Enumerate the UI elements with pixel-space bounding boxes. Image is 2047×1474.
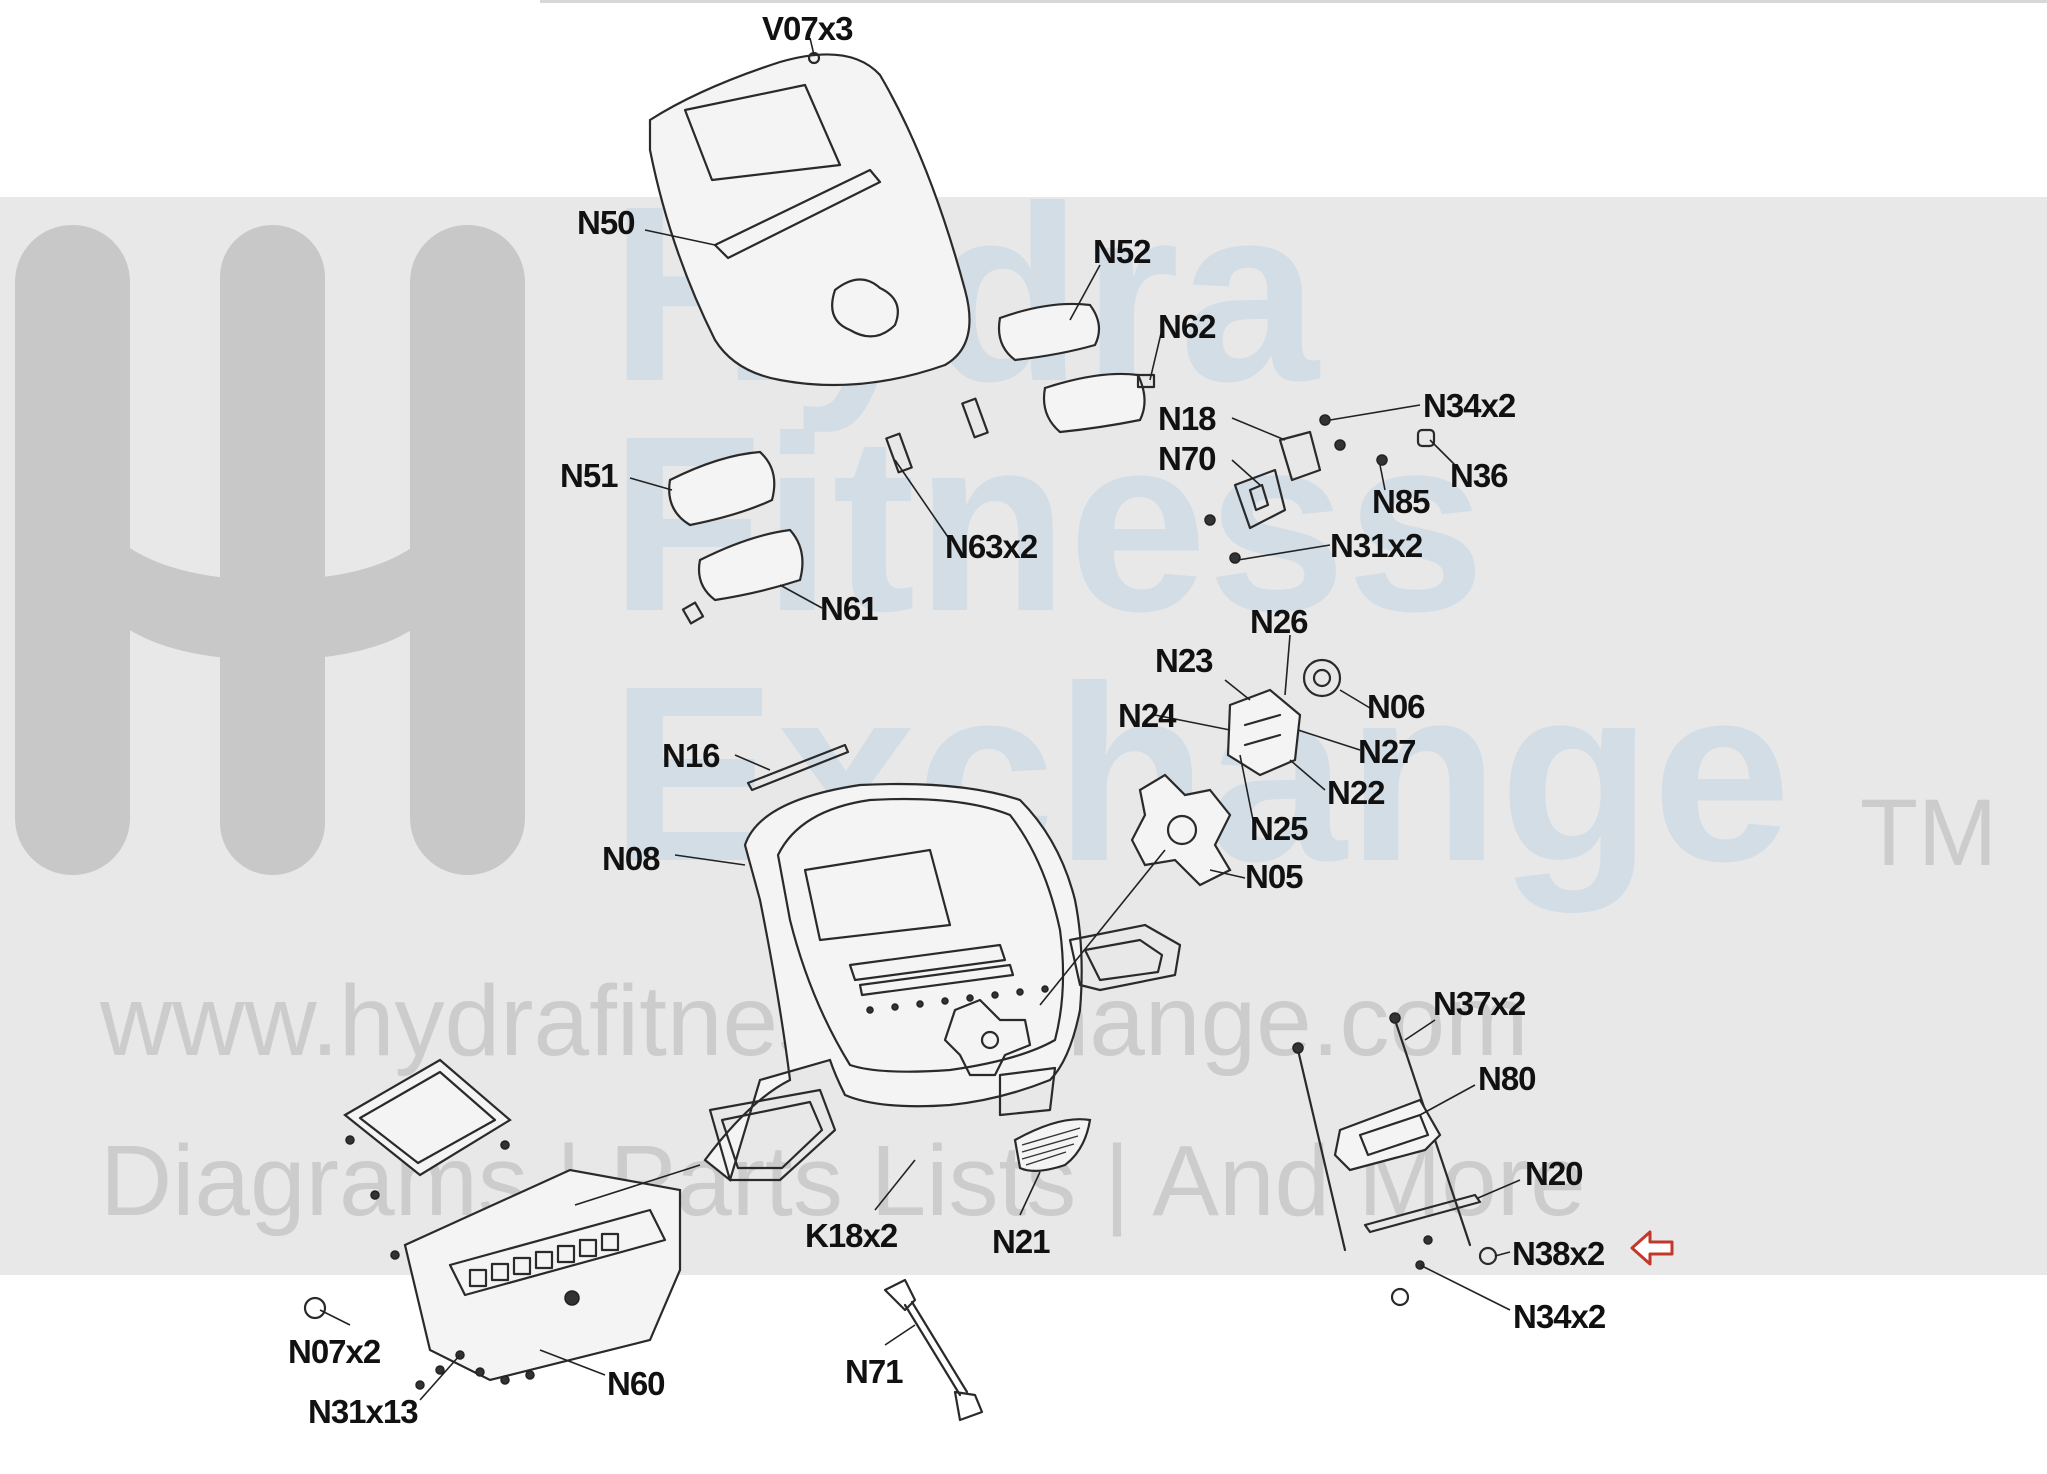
label-n31x13: N31x13 xyxy=(308,1393,418,1430)
label-n22: N22 xyxy=(1327,774,1385,811)
watermark-trademark: TM xyxy=(1860,780,1997,886)
label-n52: N52 xyxy=(1093,233,1151,270)
part-n23-n27-assembly xyxy=(1226,658,1342,777)
part-n50-console-cover xyxy=(648,51,971,387)
part-n63-connectors xyxy=(885,397,989,474)
label-n61: N61 xyxy=(820,590,878,627)
label-n80: N80 xyxy=(1478,1060,1536,1097)
part-n05-control-knob xyxy=(1130,773,1232,887)
label-n36: N36 xyxy=(1450,457,1508,494)
label-n37x2: N37x2 xyxy=(1433,985,1526,1022)
label-n62: N62 xyxy=(1158,308,1216,345)
label-n06: N06 xyxy=(1367,688,1425,725)
label-n38x2: N38x2 xyxy=(1512,1235,1605,1272)
label-n51: N51 xyxy=(560,457,618,494)
label-n16: N16 xyxy=(662,737,720,774)
part-n61-pad xyxy=(681,528,804,625)
label-n34x2-bottom: N34x2 xyxy=(1513,1298,1606,1335)
part-n18-n70-bracket xyxy=(1204,414,1436,564)
label-n07x2: N07x2 xyxy=(288,1333,381,1370)
part-labels: V07x3 N50 N52 N62 N34x2 N18 N70 N36 N85 … xyxy=(288,10,1607,1430)
part-n62-pad xyxy=(1042,372,1156,434)
label-n85: N85 xyxy=(1372,483,1430,520)
label-n70: N70 xyxy=(1158,440,1216,477)
label-n26: N26 xyxy=(1250,603,1308,640)
label-n71: N71 xyxy=(845,1353,903,1390)
part-n51-pad xyxy=(668,450,776,527)
label-v07x3: V07x3 xyxy=(762,10,853,47)
part-n16-strip xyxy=(746,743,850,792)
label-n31x2: N31x2 xyxy=(1330,527,1423,564)
label-n63x2: N63x2 xyxy=(945,528,1038,565)
top-border-line xyxy=(540,0,2047,3)
part-n71-shaft xyxy=(883,1278,984,1422)
label-n27: N27 xyxy=(1358,733,1416,770)
leader-lines xyxy=(319,37,1521,1401)
label-n08: N08 xyxy=(602,840,660,877)
label-n20: N20 xyxy=(1525,1155,1583,1192)
board-buttons xyxy=(468,1232,620,1288)
label-n18: N18 xyxy=(1158,400,1216,437)
label-n50: N50 xyxy=(577,204,635,241)
label-n23: N23 xyxy=(1155,642,1213,679)
part-n21-grille xyxy=(1013,1118,1092,1172)
label-n60: N60 xyxy=(607,1365,665,1402)
part-n80-n20-bracket xyxy=(1292,1012,1498,1307)
part-n08-console-housing xyxy=(703,782,1182,1182)
watermark-brand-line2: Fitness xyxy=(610,384,1485,663)
watermark-band xyxy=(0,197,2047,1275)
label-n34x2-top: N34x2 xyxy=(1423,387,1516,424)
highlight-arrow-shape xyxy=(1630,1230,1674,1266)
hollow-left-arrow-icon xyxy=(1630,1230,1674,1266)
label-n24: N24 xyxy=(1118,697,1177,734)
label-n05: N05 xyxy=(1245,858,1303,895)
watermark-logo xyxy=(15,225,525,875)
label-k18x2: K18x2 xyxy=(805,1217,898,1254)
console-keypad-dots xyxy=(866,985,1049,1014)
part-n52-pad xyxy=(997,302,1101,362)
label-n25: N25 xyxy=(1250,810,1308,847)
label-n21: N21 xyxy=(992,1223,1050,1260)
part-n60-control-board xyxy=(303,1058,682,1390)
